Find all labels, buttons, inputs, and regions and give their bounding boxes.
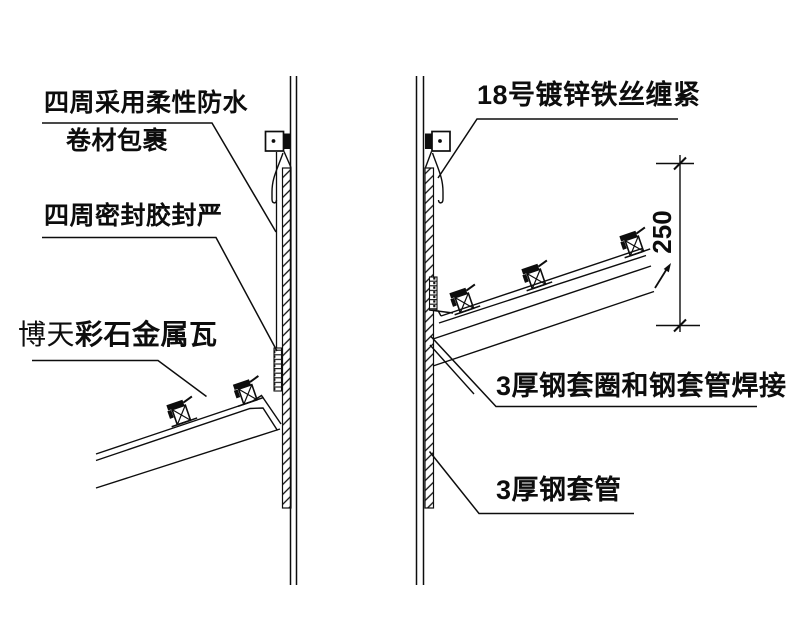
label-galvanized-wire: 18号镀锌铁丝缠紧 xyxy=(477,80,701,110)
label-sealant: 四周密封胶封严 xyxy=(44,202,223,230)
right-detail xyxy=(415,76,757,585)
dimension-250-lines xyxy=(656,155,700,333)
left-membrane-curl xyxy=(271,151,292,204)
label-metal-tile: 博天彩石金属瓦 xyxy=(18,320,218,350)
right-steel-sleeve xyxy=(424,167,435,509)
label-membrane-wrap-line2: 卷材包裹 xyxy=(66,127,169,155)
left-leaders xyxy=(32,122,278,398)
left-tile-fastener-1 xyxy=(163,395,201,428)
left-roof xyxy=(95,394,282,489)
label-membrane-wrap-line1: 四周采用柔性防水 xyxy=(44,89,249,117)
dimension-250-text: 250 xyxy=(647,210,677,254)
left-detail xyxy=(32,76,298,585)
left-steel-sleeve xyxy=(281,167,292,509)
right-collar-ring xyxy=(428,276,475,395)
slope-arrow-icon xyxy=(654,263,671,289)
right-tile-fastener-2 xyxy=(518,259,556,292)
label-tile-brand: 博天 xyxy=(18,320,76,351)
label-collar-weld: 3厚钢套圈和钢套管焊接 xyxy=(496,371,787,401)
right-clamp xyxy=(425,130,451,152)
label-tile-name: 彩石金属瓦 xyxy=(75,319,218,350)
left-sealant-strip xyxy=(273,347,283,392)
right-leaders xyxy=(428,118,757,515)
left-clamp xyxy=(264,130,291,152)
right-wire-curl xyxy=(424,151,444,204)
right-roof xyxy=(432,247,655,367)
right-pipe xyxy=(415,76,425,585)
label-steel-sleeve: 3厚钢套管 xyxy=(496,475,622,505)
left-tile-fastener-2 xyxy=(229,374,267,408)
